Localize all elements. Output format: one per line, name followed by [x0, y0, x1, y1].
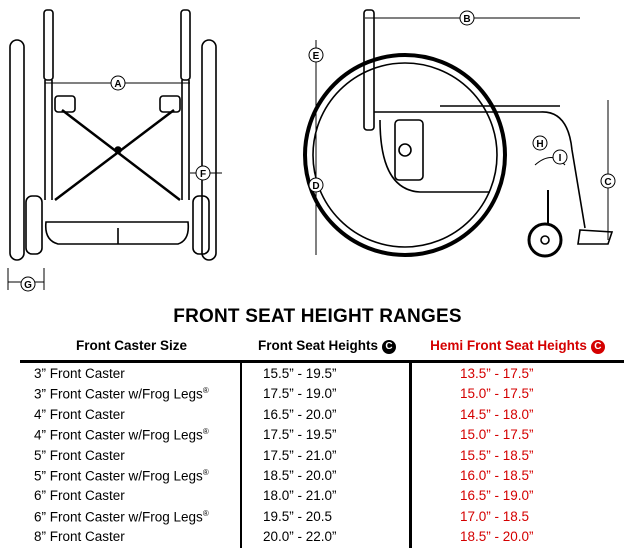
header-caster-size: Front Caster Size: [75, 338, 188, 353]
hemi-seat-height-cell: 17.0” - 18.5: [460, 508, 530, 524]
front-seat-height-cell: 18.5” - 20.0”: [263, 467, 337, 483]
column-divider: [240, 360, 242, 548]
badge-i: I: [552, 149, 568, 165]
table-row: 5” Front Caster w/Frog Legs® 18.5” - 20.0…: [20, 468, 624, 488]
caster-size-cell: 6” Front Caster w/Frog Legs®: [34, 508, 209, 525]
svg-text:B: B: [463, 14, 470, 25]
front-seat-height-cell: 17.5” - 19.0”: [263, 386, 337, 402]
badge-b: B: [459, 10, 475, 26]
caster-size-cell: 5” Front Caster w/Frog Legs®: [34, 467, 209, 484]
table-row: 6” Front Caster w/Frog Legs® 19.5” - 20.5…: [20, 509, 624, 529]
table-body: 3” Front Caster 15.5” - 19.5” 13.5” - 17.5…: [20, 366, 624, 550]
hemi-seat-height-cell: 15.0” - 17.5”: [460, 386, 534, 402]
caster-size-cell: 4” Front Caster w/Frog Legs®: [34, 427, 209, 443]
hemi-seat-height-cell: 13.5” - 17.5”: [460, 366, 534, 381]
front-seat-height-cell: 19.5” - 20.5: [263, 508, 333, 524]
table-row: 8” Front Caster 20.0” - 22.0” 18.5” - 20.0…: [20, 529, 624, 549]
hemi-seat-height-cell: 14.5” - 18.0”: [460, 406, 534, 422]
caster-size-cell: 4” Front Caster: [34, 406, 125, 422]
caster-size-cell: 8” Front Caster: [34, 529, 125, 545]
front-seat-height-cell: 15.5” - 19.5”: [263, 366, 337, 381]
side-view: [303, 9, 614, 258]
table-row: 3” Front Caster 15.5” - 19.5” 13.5” - 17.5…: [20, 366, 624, 386]
header-divider: [20, 360, 624, 363]
badge-e: E: [308, 47, 324, 63]
registered-mark: ®: [202, 508, 209, 518]
table-row: 4” Front Caster 16.5” - 20.0” 14.5” - 18.0…: [20, 407, 624, 427]
badge-d: D: [308, 177, 324, 193]
badge-c: C: [600, 173, 616, 189]
table-title: FRONT SEAT HEIGHT RANGES: [173, 306, 462, 327]
hemi-seat-height-cell: 16.0” - 18.5”: [460, 467, 534, 483]
caster-size-cell: 3” Front Caster: [34, 366, 125, 381]
table-row: 6” Front Caster 18.0” - 21.0” 16.5” - 19.0…: [20, 488, 624, 508]
svg-text:D: D: [312, 181, 319, 192]
table-row: 3” Front Caster w/Frog Legs® 17.5” - 19.0…: [20, 386, 624, 406]
front-seat-height-cell: 16.5” - 20.0”: [263, 406, 337, 422]
column-divider: [409, 360, 412, 548]
caster-size-cell: 6” Front Caster: [34, 488, 125, 504]
svg-text:H: H: [536, 139, 543, 150]
registered-mark: ®: [202, 467, 209, 477]
front-seat-height-cell: 17.5” - 21.0”: [263, 447, 337, 463]
front-seat-height-cell: 17.5” - 19.5”: [263, 427, 337, 443]
front-seat-height-cell: 20.0” - 22.0”: [263, 529, 337, 545]
registered-mark: ®: [202, 427, 209, 437]
badge-f: F: [195, 165, 211, 181]
hemi-seat-height-cell: 16.5” - 19.0”: [460, 488, 534, 504]
svg-text:F: F: [200, 169, 206, 180]
front-seat-height-cell: 18.0” - 21.0”: [263, 488, 337, 504]
badge-a: A: [110, 75, 126, 91]
svg-text:E: E: [313, 51, 320, 62]
caster-size-cell: 5” Front Caster: [34, 447, 125, 463]
badge-g: G: [20, 276, 36, 292]
front-view: [7, 9, 222, 290]
hemi-seat-height-cell: 15.0” - 17.5”: [460, 427, 534, 443]
svg-text:A: A: [114, 79, 121, 90]
table-row: 4” Front Caster w/Frog Legs® 17.5” - 19.5…: [20, 427, 624, 447]
c-badge-icon: C: [382, 340, 396, 354]
badge-h: H: [532, 135, 548, 151]
caster-size-cell: 3” Front Caster w/Frog Legs®: [34, 386, 209, 402]
hemi-seat-height-cell: 18.5” - 20.0”: [460, 529, 534, 545]
wheelchair-diagram: A B C D E F G H I: [7, 9, 616, 292]
svg-text:C: C: [604, 177, 611, 188]
svg-text:G: G: [24, 280, 32, 291]
registered-mark: ®: [202, 386, 209, 396]
hemi-seat-height-cell: 15.5” - 18.5”: [460, 447, 534, 463]
c-badge-icon: C: [590, 340, 605, 354]
table-row: 5” Front Caster 17.5” - 21.0” 15.5” - 18.5…: [20, 448, 624, 468]
svg-text:I: I: [559, 153, 562, 164]
